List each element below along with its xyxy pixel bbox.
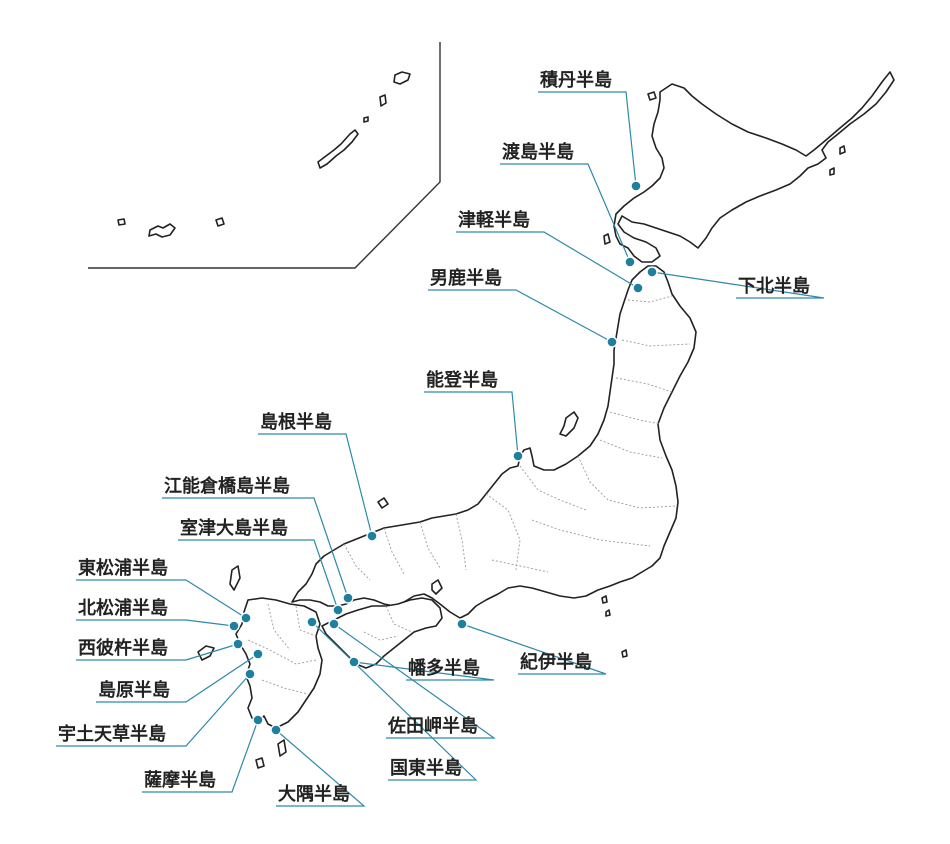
location-marker-icon[interactable] [244, 668, 256, 680]
okinawa-inset-frame [88, 42, 441, 269]
honshu [291, 265, 697, 619]
labels: 積丹半島 渡島半島 津軽半島 下北半島 男鹿半島 能登半島 島根半島 江能倉橋島… [58, 69, 810, 805]
tanegashima [277, 739, 287, 757]
label-shimane-peninsula: 島根半島 [260, 411, 332, 433]
label-oshima-peninsula: 渡島半島 [502, 141, 574, 163]
label-shimabara-peninsula: 島原半島 [98, 679, 170, 701]
label-kunisaki-peninsula: 国東半島 [390, 757, 462, 779]
location-marker-icon[interactable] [342, 592, 354, 604]
location-marker-icon[interactable] [270, 724, 282, 736]
label-shimokita-peninsula: 下北半島 [738, 275, 810, 297]
label-higashimatsuura-peninsula: 東松浦半島 [78, 557, 168, 579]
location-marker-icon[interactable] [232, 638, 244, 650]
label-murotsu-oshima-peninsula: 室津大島半島 [180, 517, 288, 539]
location-marker-icon[interactable] [332, 604, 344, 616]
izu-islands [601, 595, 611, 617]
awaji-island [431, 579, 443, 595]
location-marker-icon[interactable] [252, 714, 264, 726]
label-oga-peninsula: 男鹿半島 [430, 267, 502, 289]
label-kii-peninsula: 紀伊半島 [520, 651, 592, 673]
location-marker-icon[interactable] [240, 612, 252, 624]
kuril-islands [829, 145, 846, 176]
location-marker-icon[interactable] [606, 336, 618, 348]
label-kitamatsuura-peninsula: 北松浦半島 [78, 597, 168, 619]
location-marker-icon[interactable] [624, 256, 636, 268]
label-shakotan-peninsula: 積丹半島 [539, 69, 612, 91]
rishiri-island [647, 91, 657, 101]
label-sadamisaki-peninsula: 佐田岬半島 [387, 715, 478, 737]
hachijo-island [621, 649, 628, 658]
label-satsuma-peninsula: 薩摩半島 [144, 769, 216, 791]
hokkaido [613, 71, 895, 263]
sado-island [559, 411, 579, 437]
leader-lines [56, 91, 825, 807]
yakushima [255, 757, 265, 769]
okinawa-islands [117, 71, 411, 238]
location-marker-icon[interactable] [348, 656, 360, 668]
label-hata-peninsula: 幡多半島 [408, 657, 480, 679]
goto-islands [197, 645, 215, 661]
label-osumi-peninsula: 大隅半島 [278, 783, 350, 805]
label-uto-amakusa-peninsula: 宇土天草半島 [58, 723, 166, 745]
location-marker-icon[interactable] [306, 616, 318, 628]
location-marker-icon[interactable] [252, 648, 264, 660]
location-marker-icon[interactable] [328, 618, 340, 630]
label-tsugaru-peninsula: 津軽半島 [458, 209, 530, 231]
label-noto-peninsula: 能登半島 [426, 369, 498, 391]
oki-islands [377, 497, 389, 509]
location-marker-icon[interactable] [632, 282, 644, 294]
location-marker-icon[interactable] [512, 450, 524, 462]
location-marker-icon[interactable] [456, 618, 468, 630]
markers [228, 180, 658, 736]
tsushima-island [229, 565, 241, 591]
location-marker-icon[interactable] [366, 530, 378, 542]
label-nishisonogi-peninsula: 西彼杵半島 [78, 637, 168, 659]
location-marker-icon[interactable] [646, 266, 658, 278]
location-marker-icon[interactable] [630, 180, 642, 192]
location-marker-icon[interactable] [228, 620, 240, 632]
okushiri-island [603, 233, 611, 245]
prefecture-borders [247, 295, 691, 695]
label-enokurahashijima-peninsula: 江能倉橋島半島 [164, 475, 290, 497]
